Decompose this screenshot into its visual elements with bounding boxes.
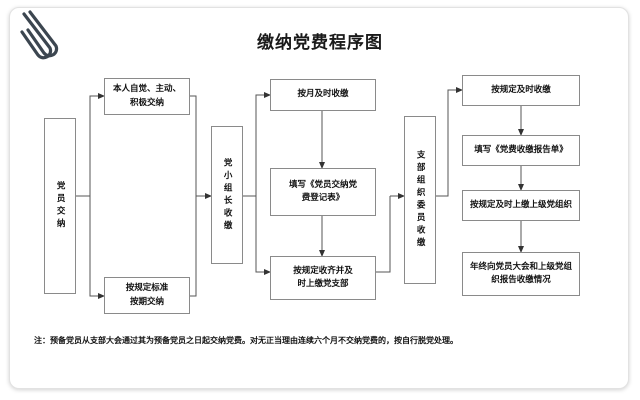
node-fill-member-payment-register[interactable]: 填写《党员交纳党 费登记表》 — [270, 168, 376, 216]
node-party-member-payment[interactable]: 党员交纳 — [44, 118, 76, 294]
node-remit-to-higher-org[interactable]: 按规定及时上缴上级党组织 — [462, 190, 580, 221]
node-group-leader-collect[interactable]: 党小组长收缴 — [211, 126, 243, 264]
paperclip-icon — [20, 10, 59, 60]
node-voluntary-active-payment[interactable]: 本人自觉、主动、 积极交纳 — [104, 78, 190, 115]
node-collect-and-remit-to-branch[interactable]: 按规定收齐并及 时上缴党支部 — [270, 256, 376, 300]
node-monthly-timely-collect[interactable]: 按月及时收缴 — [270, 79, 376, 111]
node-standard-scheduled-payment[interactable]: 按规定标准 按期交纳 — [104, 277, 190, 314]
node-collect-per-regulation[interactable]: 按规定及时收缴 — [462, 75, 580, 106]
node-yearend-report[interactable]: 年终向党员大会和上级党组 织报告收缴情况 — [462, 252, 580, 296]
node-branch-org-member-collect[interactable]: 支部组织委员收缴 — [404, 116, 436, 284]
page-title: 缴纳党费程序图 — [257, 33, 383, 53]
footnote: 注：预备党员从支部大会通过其为预备党员之日起交纳党费。对无正当理由连续六个月不交… — [34, 336, 458, 345]
node-fill-collection-report[interactable]: 填写《党费收缴报告单》 — [462, 135, 580, 166]
